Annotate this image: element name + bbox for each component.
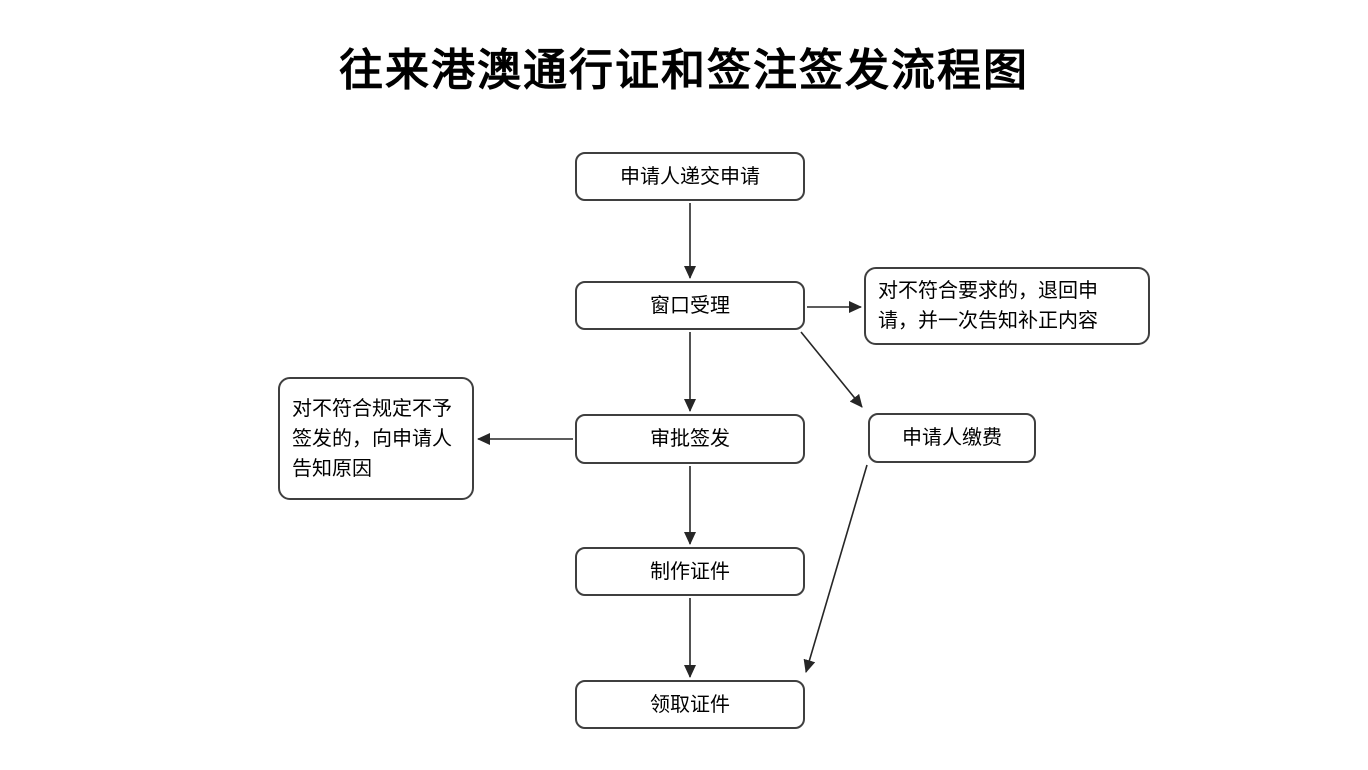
node-make-document: 制作证件	[575, 547, 805, 596]
arrow-window-to-pay	[800, 331, 863, 408]
node-approve-issue: 审批签发	[575, 414, 805, 464]
node-collect-document: 领取证件	[575, 680, 805, 729]
node-submit-application: 申请人递交申请	[575, 152, 805, 201]
node-window-acceptance: 窗口受理	[575, 281, 805, 330]
node-reject-reason-note: 对不符合规定不予签发的，向申请人告知原因	[278, 377, 474, 500]
arrow-pay-to-collect	[803, 464, 868, 673]
diagram-title: 往来港澳通行证和签注签发流程图	[339, 46, 1029, 95]
node-return-application-note: 对不符合要求的，退回申请，并一次告知补正内容	[864, 267, 1150, 345]
node-applicant-payment: 申请人缴费	[868, 413, 1036, 463]
